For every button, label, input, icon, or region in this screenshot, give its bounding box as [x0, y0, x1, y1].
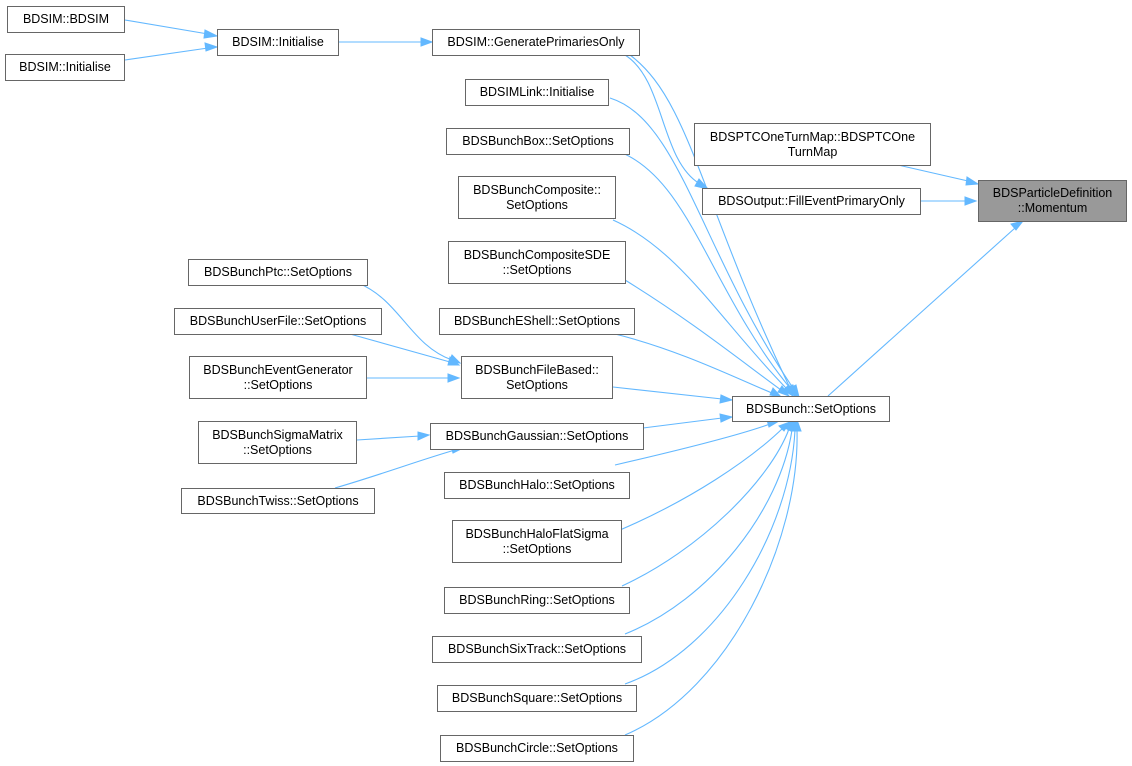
node-bdsimlink-initialise[interactable]: BDSIMLink::Initialise — [465, 79, 609, 106]
edge-bunchbox-to-bunch-setoptions — [619, 151, 791, 389]
node-bunchcompositesde-setoptions[interactable]: BDSBunchCompositeSDE::SetOptions — [448, 241, 626, 284]
node-label: BDSBunchEShell::SetOptions — [453, 314, 621, 328]
arrowhead — [204, 42, 219, 52]
node-bunchring-setoptions[interactable]: BDSBunchRing::SetOptions — [444, 587, 630, 614]
node-label: BDSBunchPtc::SetOptions — [204, 265, 352, 279]
node-label: BDSBunchCircle::SetOptions — [456, 741, 618, 755]
node-label-line-1: BDSBunchComposite:: — [473, 182, 601, 197]
node-bunchsixtrack-setoptions[interactable]: BDSBunchSixTrack::SetOptions — [432, 636, 642, 663]
arrowhead — [1010, 220, 1025, 231]
node-label: BDSIMLink::Initialise — [479, 85, 595, 99]
edge-bunchfilebased-to-bunch-setoptions — [612, 386, 723, 400]
node-bunchcomposite-setoptions[interactable]: BDSBunchComposite::SetOptions — [458, 176, 616, 219]
node-bunchtwiss-setoptions[interactable]: BDSBunchTwiss::SetOptions — [181, 488, 375, 514]
node-label: BDSBunchTwiss::SetOptions — [197, 493, 359, 508]
arrowhead — [792, 418, 802, 432]
node-bunchcircle-setoptions[interactable]: BDSBunchCircle::SetOptions — [440, 735, 634, 762]
node-bunchhaloflatsigma-setoptions[interactable]: BDSBunchHaloFlatSigma::SetOptions — [452, 520, 622, 563]
node-label-line-2: SetOptions — [506, 377, 568, 392]
arrowhead — [447, 373, 461, 383]
node-label-line-1: BDSBunchEventGenerator — [203, 362, 353, 377]
node-bunchhalo-setoptions[interactable]: BDSBunchHalo::SetOptions — [444, 472, 630, 499]
arrowhead — [782, 384, 794, 398]
edge-bunchcircle-to-bunch-setoptions — [624, 429, 798, 736]
edge-bunchsigmamatrix-to-bunchgaussian — [356, 435, 421, 441]
node-label-line-2: SetOptions — [506, 197, 568, 212]
node-label: BDSBunchBox::SetOptions — [462, 134, 614, 148]
node-bunch-setoptions[interactable]: BDSBunch::SetOptions — [732, 396, 890, 422]
node-label-line-1: BDSBunchHaloFlatSigma — [465, 526, 609, 541]
edge-bunchptc-to-bunchfilebased — [357, 282, 453, 361]
edge-bunchcompositesde-to-bunch-setoptions — [624, 279, 782, 391]
edge-bunchuserfile-to-bunchfilebased — [349, 333, 451, 363]
node-label-line-2: ::SetOptions — [502, 541, 572, 556]
edge-bunchhaloflatsigma-to-bunch-setoptions — [619, 427, 784, 531]
node-label: BDSBunchUserFile::SetOptions — [189, 314, 367, 328]
edge-bunchtwiss-to-bunchgaussian — [334, 449, 456, 489]
node-bunchishell-setoptions[interactable]: BDSBunchEShell::SetOptions — [439, 308, 635, 335]
node-label: BDSBunchSixTrack::SetOptions — [447, 642, 627, 656]
node-label-line-2: ::Momentum — [1017, 201, 1088, 215]
arrowhead — [203, 29, 219, 39]
node-generate-primaries-only[interactable]: BDSIM::GeneratePrimariesOnly — [432, 29, 640, 56]
node-label: BDSIM::BDSIM — [22, 12, 110, 26]
node-label-line-2: TurnMap — [787, 144, 838, 159]
edge-bunchsquare-to-bunch-setoptions — [624, 429, 796, 685]
arrowhead — [964, 196, 978, 206]
edge-bdsim-ctor-to-initialise — [124, 19, 209, 35]
edge-bdsim-initialise-to-initialise — [124, 47, 209, 61]
node-label-line-2: ::SetOptions — [243, 442, 312, 457]
node-label: BDSBunch::SetOptions — [746, 401, 876, 416]
node-label: BDSIM::Initialise — [232, 35, 324, 49]
node-label-line-1: BDSPTCOneTurnMap::BDSPTCOne — [709, 129, 916, 144]
edge-bunchhalo-to-bunch-setoptions — [614, 423, 771, 466]
node-label-line-2: ::SetOptions — [243, 377, 313, 392]
node-bunchuserfile-setoptions[interactable]: BDSBunchUserFile::SetOptions — [174, 308, 382, 335]
node-label: BDSIM::GeneratePrimariesOnly — [447, 35, 625, 49]
edge-bunchring-to-bunch-setoptions — [621, 428, 790, 587]
arrowhead — [417, 431, 431, 441]
node-output-filleventprimaryonly[interactable]: BDSOutput::FillEventPrimaryOnly — [702, 188, 921, 215]
node-label-line-1: BDSParticleDefinition — [992, 186, 1113, 200]
edge-bdsimlink-to-bunch-setoptions — [609, 97, 794, 389]
arrowhead — [719, 394, 734, 404]
node-particledefinition-momentum: BDSParticleDefinition::Momentum — [978, 180, 1127, 222]
edge-bunchgaussian-to-bunch-setoptions — [642, 417, 723, 429]
arrowhead — [719, 413, 734, 423]
node-label-line-1: BDSBunchFileBased:: — [475, 362, 599, 377]
node-buncheventgenerator-setoptions[interactable]: BDSBunchEventGenerator::SetOptions — [189, 356, 367, 399]
node-label-line-1: BDSBunchSigmaMatrix — [212, 427, 343, 442]
node-label: BDSBunchSquare::SetOptions — [451, 691, 623, 705]
node-label-line-1: BDSBunchCompositeSDE — [463, 247, 611, 262]
arrowhead — [965, 176, 980, 186]
node-label: BDSIM::Initialise — [19, 60, 111, 74]
edge-generateprimariesonly-to-bunch-setoptions — [629, 54, 791, 389]
edge-generateprimariesonly-to-filleventprimaryonly — [624, 54, 701, 185]
edge-bunchcomposite-to-bunch-setoptions — [612, 219, 787, 389]
arrowhead — [420, 37, 434, 47]
arrowhead — [694, 178, 710, 190]
node-bunchgaussian-setoptions[interactable]: BDSBunchGaussian::SetOptions — [430, 423, 644, 450]
node-label-line-2: ::SetOptions — [502, 262, 572, 277]
node-bunchsquare-setoptions[interactable]: BDSBunchSquare::SetOptions — [437, 685, 637, 712]
node-label: BDSBunchRing::SetOptions — [459, 593, 615, 607]
edge-ptconeturnmap-to-momentum — [897, 164, 969, 182]
edge-bunchsixtrack-to-bunch-setoptions — [624, 429, 793, 635]
arrowhead — [447, 356, 461, 366]
node-bunchfilebased-setoptions[interactable]: BDSBunchFileBased::SetOptions — [461, 356, 613, 399]
edge-bunch-setoptions-to-momentum — [827, 227, 1016, 397]
node-bunchptc-setoptions[interactable]: BDSBunchPtc::SetOptions — [188, 259, 368, 286]
node-bunchsigmamatrix-setoptions[interactable]: BDSBunchSigmaMatrix::SetOptions — [198, 421, 357, 464]
node-bunchbox-setoptions[interactable]: BDSBunchBox::SetOptions — [446, 128, 630, 155]
arrowhead — [777, 385, 791, 398]
node-label: BDSOutput::FillEventPrimaryOnly — [718, 194, 905, 208]
node-bdsim-initialise-caller[interactable]: BDSIM::Initialise — [5, 54, 125, 81]
node-bdsim-initialise[interactable]: BDSIM::Initialise — [217, 29, 339, 56]
node-label: BDSBunchGaussian::SetOptions — [445, 429, 629, 443]
edge-bunchishell-to-bunch-setoptions — [614, 333, 773, 394]
node-bdsim-ctor[interactable]: BDSIM::BDSIM — [7, 6, 125, 33]
node-label: BDSBunchHalo::SetOptions — [459, 478, 615, 492]
